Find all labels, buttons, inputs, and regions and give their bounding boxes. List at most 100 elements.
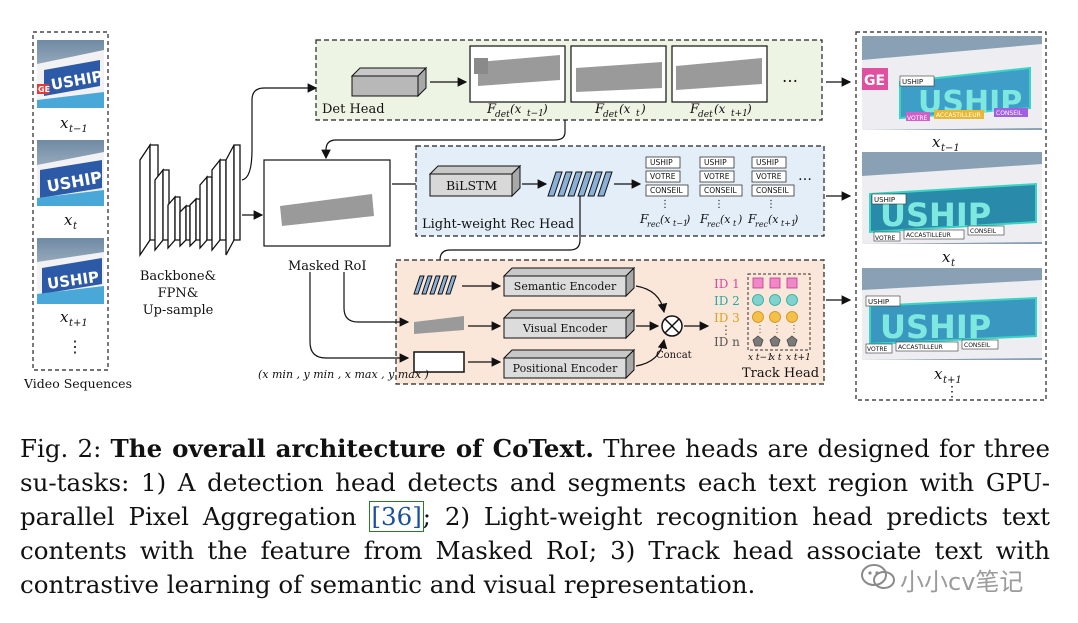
semantic-encoder: Semantic Encoder [502,266,636,298]
svg-text:BiLSTM: BiLSTM [446,178,497,193]
track-head-label: Track Head [742,366,819,381]
svg-text:VOTRE: VOTRE [867,346,888,353]
arrow-roi-to-visual [343,272,410,327]
caption-citation-link[interactable]: [36] [369,501,424,532]
svg-text:CONSEIL: CONSEIL [704,186,737,195]
video-frame-label-t: x t [64,211,78,232]
svg-text:t−1: t−1 [941,143,960,154]
concat-label: Concat [656,350,692,361]
svg-text:ACCASTILLEUR: ACCASTILLEUR [906,232,951,239]
svg-text:(x: (x [768,213,779,226]
svg-text:VOTRE: VOTRE [650,172,676,181]
svg-text:Up-sample: Up-sample [143,303,214,318]
svg-text:t−1: t−1 [527,109,544,119]
svg-text:(x: (x [619,102,631,116]
svg-text:): ) [685,213,690,226]
svg-text:t+1: t+1 [781,219,796,228]
video-frame-t-plus-1: USHIP [37,238,104,304]
rec-feature-label-t-minus-1: F rec (x t−1 ) [639,212,690,229]
svg-text:F: F [689,102,700,117]
output-frame-t-plus-1: USHIP USHIP VOTRE ACCASTILLEUR CONSEIL [862,268,1042,360]
svg-text:GE: GE [864,73,885,89]
svg-text:USHIP: USHIP [756,158,779,167]
id-matrix-row-2 [752,294,798,306]
id-3: ID 3 [714,311,740,325]
svg-text:rec: rec [707,220,721,229]
svg-text:⋮: ⋮ [660,199,670,210]
rec-words-t-plus-1: USHIP VOTRE CONSEIL ⋮ [751,156,795,210]
video-sequences-label: Video Sequences [23,376,132,391]
id-matrix-row-3 [752,311,798,323]
video-frame-label-t-minus-1: x t−1 [60,114,88,135]
track-visual-patch [414,316,464,334]
rec-words-t-minus-1: USHIP VOTRE CONSEIL ⋮ [645,156,689,210]
svg-text:USHIP: USHIP [902,78,923,86]
svg-text:F: F [639,212,649,226]
svg-text:rec: rec [755,220,769,229]
video-dots: ⋮ [67,337,83,356]
svg-text:F: F [486,102,497,117]
svg-text:): ) [737,213,742,226]
svg-text:⋮: ⋮ [755,324,765,335]
svg-text:t: t [951,258,956,269]
svg-text:CONSEIL: CONSEIL [964,342,991,349]
svg-text:x t+1: x t+1 [786,353,811,363]
svg-text:t−1: t−1 [673,219,688,228]
track-positional-box [413,351,465,373]
svg-text:): ) [793,213,798,226]
det-feature-label-t-minus-1: F det (x t−1 ) [486,102,548,120]
svg-text:det: det [698,110,713,120]
id-matrix-cols: x t−1 x t x t+1 [748,353,811,363]
arrow-backbone-to-det [241,83,318,181]
svg-text:t−1: t−1 [69,124,88,135]
svg-text:x: x [932,133,941,151]
id-matrix-dots: ⋮⋮⋮ [755,324,799,335]
svg-text:Semantic Encoder: Semantic Encoder [514,280,617,293]
svg-text:x: x [942,248,951,266]
svg-text:FPN&: FPN& [158,286,199,301]
svg-text:x: x [60,308,69,326]
det-ellipsis: … [782,67,798,86]
svg-text:x: x [934,365,943,383]
svg-text:det: det [495,110,510,120]
id-matrix-box [747,273,811,351]
arrow-roi-to-positional [309,272,410,363]
rec-feature-label-t: F rec (x t ) [699,212,742,229]
svg-text:t+1: t+1 [69,318,88,329]
svg-text:t: t [733,219,737,228]
det-feature-label-t: F det (x t ) [594,102,646,120]
masked-roi-label: Masked RoI [288,259,367,274]
svg-text:(x: (x [510,102,522,116]
svg-text:Visual Encoder: Visual Encoder [522,322,608,335]
svg-text:CONSEIL: CONSEIL [756,186,789,195]
svg-text:x: x [60,114,69,132]
det-head-block [350,66,428,98]
det-feature-map-t [570,45,667,103]
rec-head-label: Light-weight Rec Head [422,217,574,232]
output-frame-label-t: x t [942,248,956,269]
video-frame-label-t-plus-1: x t+1 [60,308,88,329]
svg-text:F: F [699,212,709,226]
svg-text:t: t [73,221,78,232]
output-frame-t: USHIP USHIP VOTRE ACCASTILLEUR CONSEIL [862,152,1042,244]
svg-text:rec: rec [647,220,661,229]
video-frame-t: USHIP [37,140,104,206]
svg-text:x: x [64,211,73,229]
svg-text:(x: (x [720,213,731,226]
rec-feature-label-t-plus-1: F rec (x t+1 ) [747,212,798,229]
output-dots: ⋮ [945,384,959,400]
output-frame-label-t-plus-1: x t+1 [934,365,962,386]
output-frame-t-minus-1: USHIP GE USHIP VOTRE ACCASTILLEUR CONSEI… [862,36,1042,130]
rec-ellipsis: … [798,168,812,184]
figure-caption: Fig. 2: The overall architecture of CoTe… [20,432,1050,602]
svg-text:(x: (x [660,213,671,226]
svg-text:F: F [747,212,757,226]
svg-text:): ) [542,102,548,116]
masked-roi-region [280,194,374,226]
svg-text:USHIP: USHIP [704,158,727,167]
svg-text:USHIP: USHIP [650,158,673,167]
backbone-label: Backbone& FPN& Up-sample [140,269,216,318]
svg-text:CONSEIL: CONSEIL [970,228,997,235]
caption-title: The overall architecture of CoText. [110,434,594,463]
svg-text:⋮: ⋮ [789,324,799,335]
